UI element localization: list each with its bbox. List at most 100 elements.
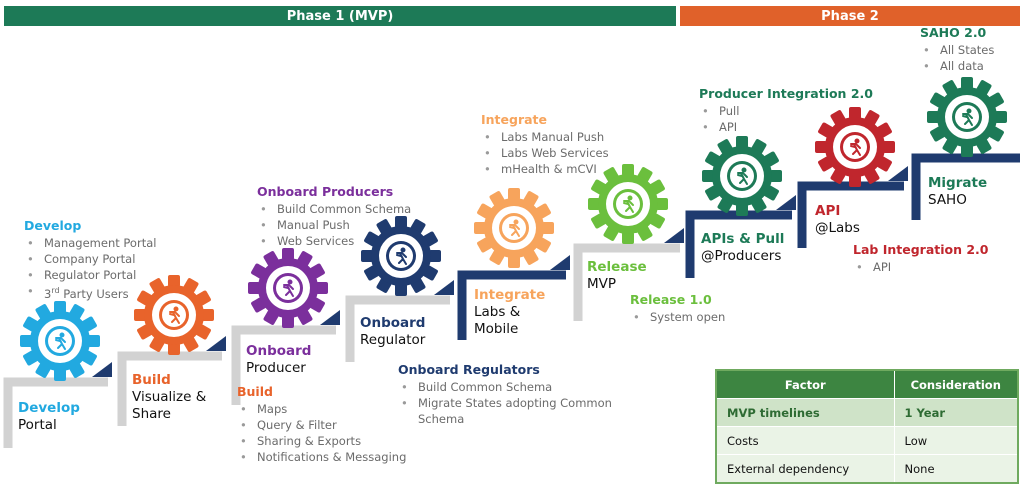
step-integrate-text2: Mobile [474, 321, 519, 337]
step-release-text: MVP [587, 276, 617, 292]
stair-tip-1 [92, 362, 112, 377]
stair-9 [911, 153, 1020, 220]
block-release-title: Release 1.0 [630, 292, 712, 307]
step-onboard-producer: Onboard Producer [246, 343, 311, 377]
table-cell: MVP timelines [715, 398, 895, 427]
block-integrate: Integrate Labs Manual Push Labs Web Serv… [481, 112, 609, 177]
table-header-row: Factor Consideration [715, 369, 1019, 399]
step-api-labs-text: @Labs [815, 220, 860, 236]
step-migrate-bold: Migrate [928, 175, 988, 191]
header-consideration: Consideration [893, 369, 1019, 399]
list-item: Labs Web Services [481, 145, 609, 161]
stair-1 [3, 377, 108, 448]
stair-tip-5 [550, 255, 570, 270]
step-migrate-text: SAHO [928, 192, 967, 208]
step-develop: Develop Portal [18, 400, 80, 434]
block-release: Release 1.0 System open [630, 292, 725, 325]
step-apis-pull: APIs & Pull @Producers [701, 231, 784, 265]
table-cell: 1 Year [893, 398, 1019, 427]
stair-tip-7 [776, 195, 796, 210]
gear-apis-pull-icon [701, 135, 783, 217]
gear-migrate-icon [926, 76, 1008, 158]
stair-8 [797, 181, 904, 248]
stair-3 [231, 325, 336, 405]
table-cell: External dependency [715, 454, 895, 484]
block-onboard-regulators: Onboard Regulators Build Common Schema M… [398, 362, 612, 427]
list-item: All data [920, 58, 994, 74]
list-item: Pull [699, 103, 873, 119]
stair-tip-8 [888, 166, 908, 181]
step-build-text: Visualize & [132, 389, 207, 405]
list-item: API [699, 119, 873, 135]
table-row: Costs Low [715, 426, 1019, 455]
step-apis-pull-bold: APIs & Pull [701, 231, 785, 247]
step-integrate-bold: Integrate [474, 287, 546, 303]
table-cell: Costs [715, 426, 895, 455]
stair-7 [685, 210, 792, 278]
table-cell: Low [893, 426, 1019, 455]
phase1-label: Phase 1 (MVP) [286, 8, 394, 24]
step-build: Build Visualize & Share [132, 372, 206, 423]
step-integrate: Integrate Labs & Mobile [474, 287, 545, 338]
step-develop-text: Portal [18, 417, 57, 433]
phase1-banner: Phase 1 (MVP) [4, 6, 676, 26]
block-saho: SAHO 2.0 All States All data [920, 25, 994, 74]
table-row: MVP timelines 1 Year [715, 398, 1019, 427]
stair-6 [457, 270, 566, 340]
list-item: Maps [237, 401, 406, 417]
block-build: Build Maps Query & Filter Sharing & Expo… [237, 384, 406, 465]
block-producer-integration-title: Producer Integration 2.0 [699, 86, 873, 101]
list-item: Company Portal [24, 251, 156, 267]
step-onboard-regulator: Onboard Regulator [360, 315, 425, 349]
list-item: Migrate States adopting Common [398, 395, 612, 411]
block-onboard-producers: Onboard Producers Build Common Schema Ma… [257, 184, 411, 249]
factor-table: Factor Consideration MVP timelines 1 Yea… [715, 369, 1019, 484]
block-onboard-regulators-title: Onboard Regulators [398, 362, 540, 377]
stair-2 [117, 351, 222, 426]
list-item: Notifications & Messaging [237, 449, 406, 465]
block-integrate-title: Integrate [481, 112, 548, 127]
header-factor: Factor [715, 369, 895, 399]
list-item: API [853, 259, 989, 275]
stair-tip-2 [206, 336, 226, 351]
step-build-text2: Share [132, 406, 171, 422]
list-item: Sharing & Exports [237, 433, 406, 449]
step-api-labs: API @Labs [815, 203, 860, 237]
block-onboard-producers-title: Onboard Producers [257, 184, 394, 199]
list-item: Build Common Schema [257, 201, 411, 217]
stair-tip-4 [434, 280, 454, 295]
step-onboard-regulator-bold: Onboard [360, 315, 426, 331]
step-release-bold: Release [587, 259, 647, 275]
table-row: External dependency None [715, 454, 1019, 484]
list-item: Regulator Portal [24, 267, 156, 283]
step-release: Release MVP [587, 259, 647, 293]
gear-integrate-icon [473, 187, 555, 269]
stair-5 [573, 243, 680, 321]
block-lab-integration-title: Lab Integration 2.0 [853, 242, 989, 257]
list-item: Build Common Schema [398, 379, 612, 395]
list-item: Web Services [257, 233, 411, 249]
step-develop-bold: Develop [18, 400, 80, 416]
step-build-bold: Build [132, 372, 171, 388]
step-migrate: Migrate SAHO [928, 175, 987, 209]
list-item: Query & Filter [237, 417, 406, 433]
gear-develop-icon [19, 300, 102, 382]
block-saho-title: SAHO 2.0 [920, 25, 987, 40]
phase2-label: Phase 2 [821, 8, 879, 24]
stair-tip-6 [664, 228, 684, 243]
table-cell: None [893, 454, 1019, 484]
step-api-labs-bold: API [815, 203, 841, 219]
stair-tip-3 [320, 310, 340, 325]
list-item: Management Portal [24, 235, 156, 251]
list-item: System open [630, 309, 725, 325]
list-item: Manual Push [257, 217, 411, 233]
stair-4 [345, 295, 450, 362]
step-onboard-producer-text: Producer [246, 360, 306, 376]
step-apis-pull-text: @Producers [701, 248, 782, 264]
list-item: All States [920, 42, 994, 58]
list-item: 3rd Party Users [24, 283, 156, 302]
list-item-continued: Schema [418, 412, 465, 426]
block-producer-integration: Producer Integration 2.0 Pull API [699, 86, 873, 135]
phase2-banner: Phase 2 [680, 6, 1020, 26]
